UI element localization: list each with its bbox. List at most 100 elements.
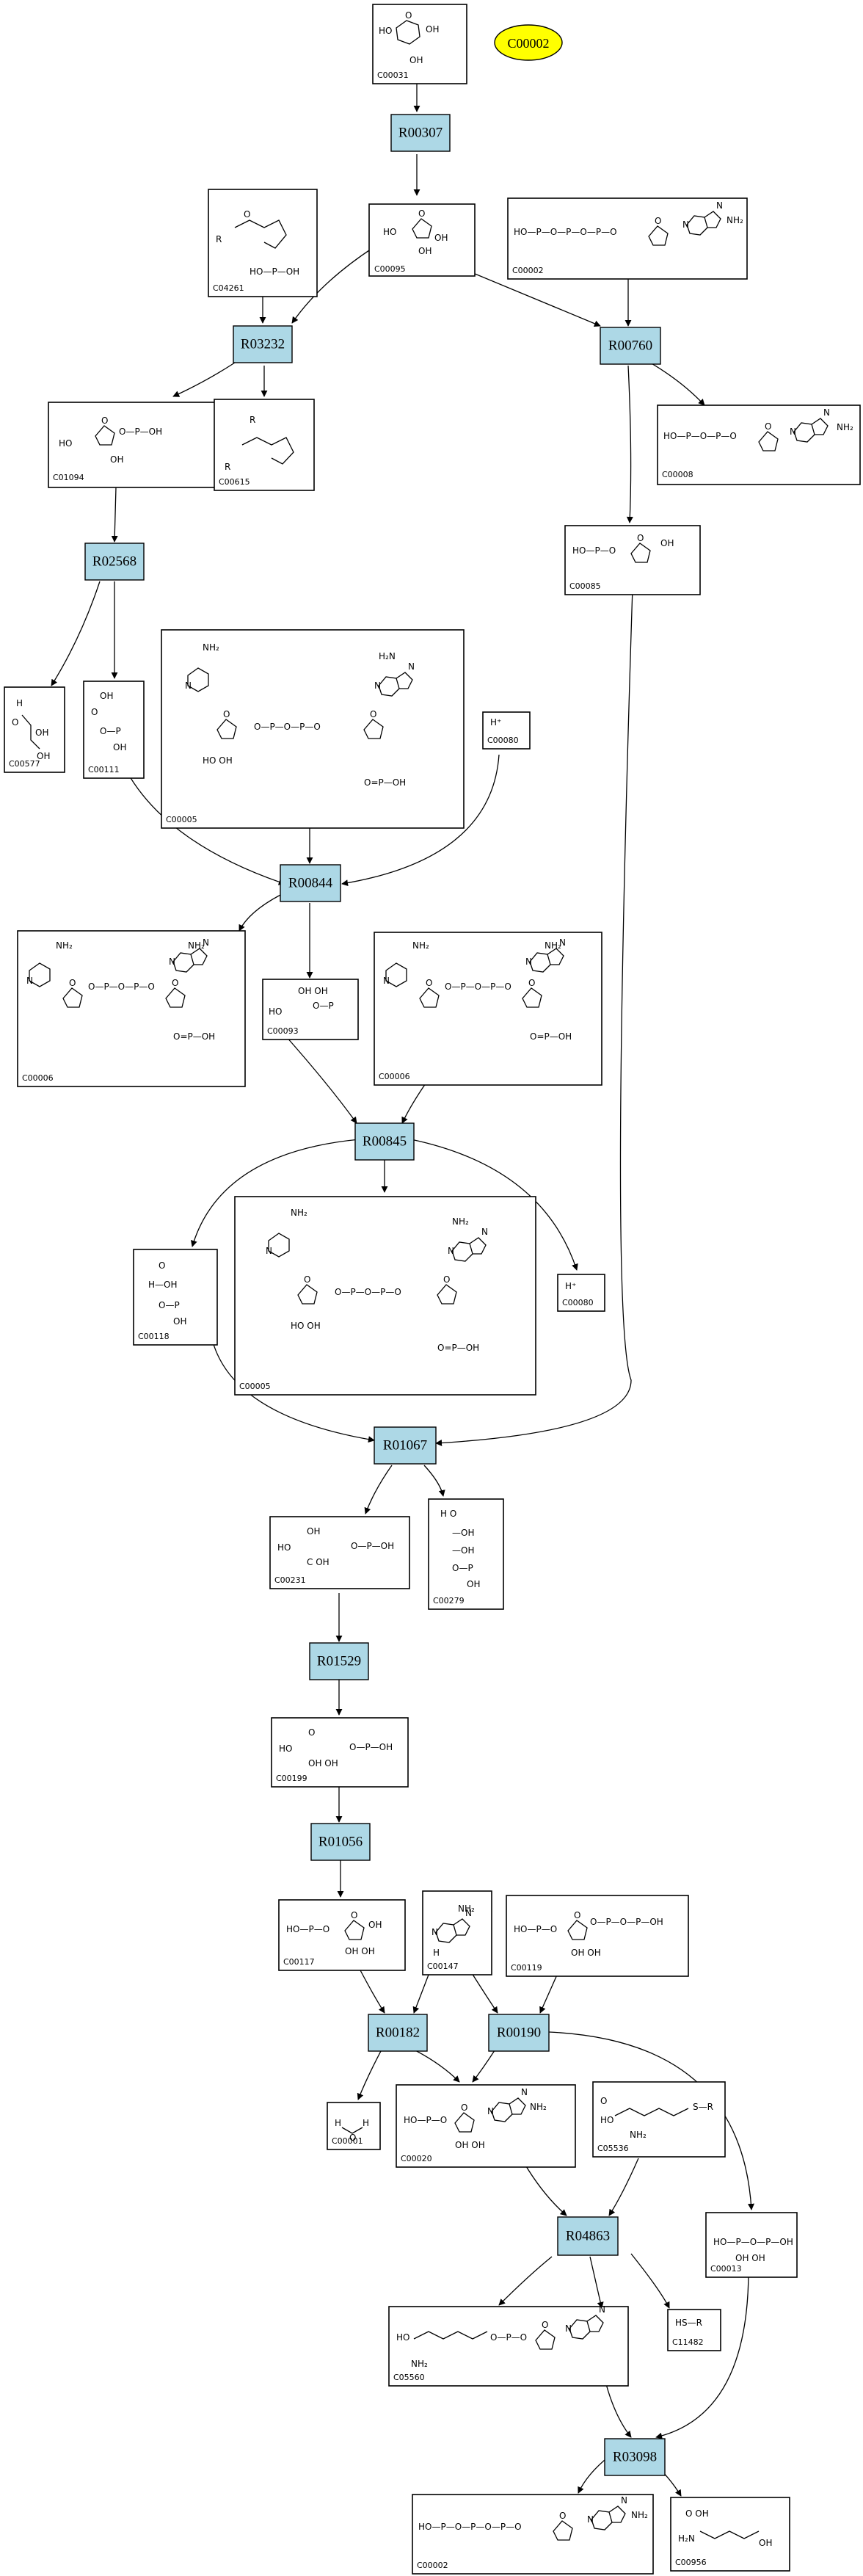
svg-text:NH₂: NH₂ <box>630 2130 647 2140</box>
compound-c00080-b[interactable]: H⁺ C00080 <box>557 1274 605 1312</box>
svg-text:OH: OH <box>35 728 48 738</box>
reaction-label: R01067 <box>383 1438 427 1454</box>
svg-text:HO: HO <box>383 227 396 237</box>
structure-icon: HO O—P—OH OH <box>59 415 162 465</box>
structure-icon: NH₂ H <box>431 1904 475 1958</box>
svg-text:OH OH: OH OH <box>571 1948 601 1958</box>
compound-label: C05560 <box>393 2373 425 2382</box>
structure-icon: O R HO—P—OH <box>216 209 299 277</box>
compound-c00199[interactable]: O HO O—P—OH OH OH C00199 <box>271 1717 409 1788</box>
structure-icon: HO—P—O OH <box>572 532 674 563</box>
compound-c00006-b[interactable]: NH₂ O—P—O—P—O NH₂ O=P—OH C00006 <box>374 932 602 1086</box>
svg-text:OH: OH <box>307 1526 320 1536</box>
compound-c00147[interactable]: NH₂ H C00147 <box>422 1890 492 1975</box>
reaction-r00182[interactable]: R00182 <box>368 2014 428 2052</box>
svg-text:O: O <box>91 707 98 717</box>
compound-c00002-top[interactable]: HO—P—O—P—O—P—O NH₂ C00002 <box>507 197 748 280</box>
compound-c00002-bottom[interactable]: HO—P—O—P—O—P—O NH₂ C00002 <box>412 2494 654 2575</box>
reaction-label: R03232 <box>241 337 285 352</box>
compound-label: C00085 <box>569 581 601 591</box>
svg-text:O=P—OH: O=P—OH <box>437 1343 479 1353</box>
structure-icon: H O —OH —OH O—P OH <box>440 1509 480 1589</box>
reaction-label: R00182 <box>376 2025 420 2041</box>
svg-text:H₂N: H₂N <box>379 651 396 661</box>
compound-c00279[interactable]: H O —OH —OH O—P OH C00279 <box>428 1498 504 1610</box>
compound-formula: H⁺ <box>490 717 501 728</box>
structure-icon: HO—P—O O—P—O—P—OH OH OH <box>514 1909 663 1958</box>
compound-label: C00005 <box>239 1382 271 1391</box>
compound-c00085[interactable]: HO—P—O OH C00085 <box>564 525 701 595</box>
highlight-compound[interactable]: C00002 <box>494 24 563 61</box>
svg-text:O=P—OH: O=P—OH <box>173 1031 215 1042</box>
compound-label: C00006 <box>379 1072 410 1081</box>
compound-c00095[interactable]: HO OH OH C00095 <box>368 203 476 277</box>
reaction-r03098[interactable]: R03098 <box>604 2438 666 2476</box>
compound-c00577[interactable]: H O OH OH C00577 <box>4 686 65 773</box>
reaction-r02568[interactable]: R02568 <box>84 543 145 581</box>
structure-icon: HO—P—O—P—O—P—O NH₂ <box>418 2495 648 2541</box>
compound-c00031[interactable]: HO OH OH C00031 <box>372 4 467 84</box>
svg-text:HO: HO <box>600 2115 613 2125</box>
reaction-r00760[interactable]: R00760 <box>600 327 661 365</box>
svg-text:R: R <box>225 462 230 472</box>
compound-c00956[interactable]: O OH H₂N OH C00956 <box>670 2497 790 2572</box>
structure-icon: O OH H₂N OH <box>678 2508 772 2548</box>
compound-c00119[interactable]: HO—P—O O—P—O—P—OH OH OH C00119 <box>506 1895 689 1977</box>
svg-text:O—P: O—P <box>100 726 121 736</box>
compound-c00111[interactable]: OH O O—P OH C00111 <box>83 681 145 779</box>
reaction-r01529[interactable]: R01529 <box>309 1642 369 1680</box>
compound-label: C00117 <box>283 1957 315 1967</box>
compound-c05536[interactable]: O S—R HO NH₂ C05536 <box>592 2081 726 2158</box>
compound-c04261[interactable]: O R HO—P—OH C04261 <box>208 189 318 297</box>
compound-label: C00119 <box>511 1963 542 1973</box>
reaction-r00845[interactable]: R00845 <box>354 1122 415 1161</box>
svg-text:O—P—O: O—P—O <box>490 2332 527 2343</box>
svg-text:OH OH: OH OH <box>455 2140 485 2150</box>
reaction-r03232[interactable]: R03232 <box>233 325 293 363</box>
compound-c00093[interactable]: OH OH HO O—P C00093 <box>262 979 359 1040</box>
compound-label: C00031 <box>377 70 409 80</box>
svg-text:OH: OH <box>409 55 423 65</box>
compound-c00231[interactable]: OH HO O—P—OH C OH C00231 <box>269 1516 410 1589</box>
compound-c00001[interactable]: H O H C00001 <box>327 2102 381 2150</box>
compound-label: C00013 <box>710 2264 742 2274</box>
compound-c00008[interactable]: HO—P—O—P—O NH₂ C00008 <box>657 404 861 485</box>
reaction-r01056[interactable]: R01056 <box>310 1823 371 1861</box>
svg-text:OH: OH <box>426 24 439 35</box>
compound-c00615[interactable]: R R C00615 <box>214 399 315 491</box>
compound-c00080-a[interactable]: H⁺ C00080 <box>482 711 531 750</box>
structure-icon: HO—P—O—P—O—P—O NH₂ <box>514 200 743 246</box>
compound-c00020[interactable]: HO—P—O NH₂ OH OH C00020 <box>396 2084 576 2168</box>
svg-text:HO: HO <box>269 1006 282 1017</box>
svg-text:S—R: S—R <box>693 2102 713 2112</box>
compound-c05560[interactable]: HO O—P—O NH₂ C05560 <box>388 2304 629 2387</box>
compound-c01094[interactable]: HO O—P—OH OH C01094 <box>48 402 236 488</box>
reaction-r00307[interactable]: R00307 <box>390 114 451 152</box>
svg-text:O—P: O—P <box>452 1563 473 1573</box>
compound-c11482[interactable]: HS—R C11482 <box>667 2309 721 2351</box>
svg-text:O—P: O—P <box>313 1001 334 1011</box>
compound-c00117[interactable]: HO—P—O OH OH OH C00117 <box>278 1899 406 1971</box>
compound-c00118[interactable]: O H—OH O—P OH C00118 <box>133 1249 218 1346</box>
svg-text:NH₂: NH₂ <box>291 1208 307 1218</box>
reaction-r00844[interactable]: R00844 <box>280 864 341 902</box>
svg-text:HO OH: HO OH <box>291 1321 321 1331</box>
reaction-r04863[interactable]: R04863 <box>557 2216 619 2256</box>
structure-icon: HO—P—O OH OH OH <box>286 1909 382 1956</box>
reaction-r00190[interactable]: R00190 <box>488 2014 550 2052</box>
svg-text:OH: OH <box>418 246 432 256</box>
compound-c00005-b[interactable]: NH₂ O—P—O—P—O NH₂ HO OH O=P—OH C00005 <box>234 1196 536 1396</box>
svg-text:HO—P—O: HO—P—O <box>404 2115 447 2125</box>
reaction-r01067[interactable]: R01067 <box>374 1426 437 1465</box>
svg-text:HO—P—O: HO—P—O <box>514 1924 557 1934</box>
compound-label: C00001 <box>332 2136 363 2146</box>
svg-text:H: H <box>16 698 23 708</box>
compound-c00005-a[interactable]: NH₂ O—P—O—P—O H₂N HO OH O=P—OH C00005 <box>161 629 465 829</box>
structure-icon: O S—R HO NH₂ <box>600 2096 713 2140</box>
svg-text:OH: OH <box>37 751 50 761</box>
compound-c00013[interactable]: HO—P—O—P—OH OH OH C00013 <box>705 2212 798 2278</box>
compound-c00006-a[interactable]: NH₂ O—P—O—P—O NH₂ O=P—OH C00006 <box>17 930 246 1087</box>
svg-text:NH₂: NH₂ <box>56 940 73 951</box>
svg-text:H: H <box>335 2118 341 2128</box>
